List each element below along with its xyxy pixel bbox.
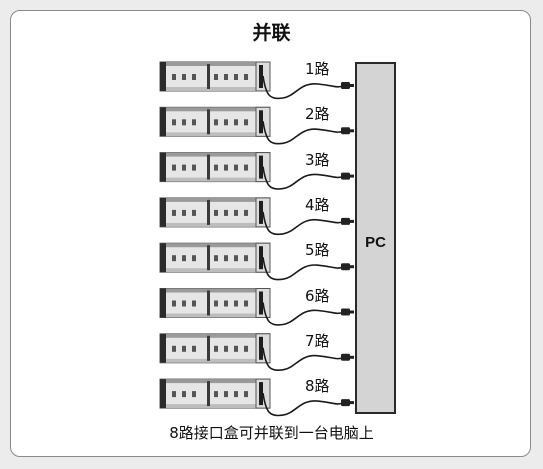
plug-8: [341, 399, 350, 407]
port-label-2: 2路: [305, 105, 330, 124]
cable-8: [262, 392, 344, 417]
port-label-4: 4路: [305, 195, 330, 214]
port-label-7: 7路: [305, 331, 330, 350]
interface-box-5: [159, 242, 271, 273]
cable-1: [262, 75, 344, 100]
interface-box-6: [159, 288, 271, 318]
port-label-8: 8路: [305, 377, 330, 396]
plug-3: [341, 172, 350, 180]
cable-6: [262, 302, 344, 326]
cable-5: [262, 257, 344, 281]
plug-5: [341, 263, 350, 271]
interface-box-7: [159, 333, 271, 364]
diagram-caption: 8路接口盒可并联到一台电脑上: [169, 424, 374, 442]
port-label-6: 6路: [305, 286, 330, 305]
plug-6: [341, 308, 350, 316]
port-label-5: 5路: [305, 241, 330, 260]
interface-box-2: [159, 106, 271, 137]
cable-7: [262, 347, 344, 372]
diagram-title: 并联: [252, 22, 291, 44]
interface-box-8: [159, 378, 271, 409]
plug-1: [341, 82, 350, 89]
pc-label: PC: [365, 234, 386, 251]
interface-box-3: [159, 152, 271, 183]
pc-box: PC: [355, 62, 396, 414]
port-label-3: 3路: [305, 150, 330, 169]
interface-box-4: [159, 197, 271, 228]
plug-4: [341, 217, 350, 225]
cable-3: [262, 166, 344, 190]
port-label-1: 1路: [305, 60, 330, 78]
cable-4: [262, 211, 344, 236]
plug-7: [341, 353, 350, 361]
plug-2: [341, 127, 350, 135]
interface-box-1: [159, 61, 271, 92]
cable-2: [262, 121, 344, 145]
